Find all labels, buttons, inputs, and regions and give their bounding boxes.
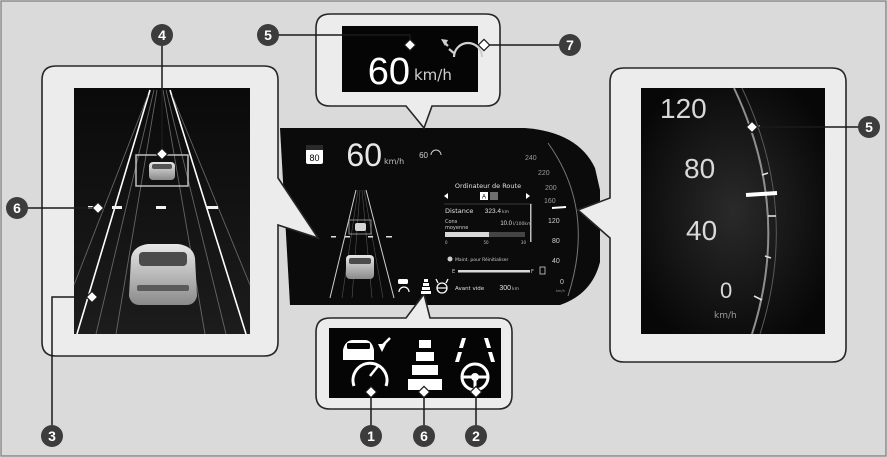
gauge-tick-200: 200 — [545, 185, 557, 192]
cluster-speedometer: 240 220 200 160 120 80 40 0 km/h — [525, 142, 579, 297]
fuel-gauge-bar — [458, 270, 530, 273]
trip-page-a-icon: A — [482, 195, 486, 201]
right-zoom-unit: km/h — [714, 311, 737, 321]
acc-indicator-icon — [343, 337, 391, 387]
gauge-tick-160: 160 — [544, 198, 556, 205]
cluster-screen — [280, 128, 600, 305]
callout-1: 1 — [360, 425, 382, 447]
cons-scale-min: 0 — [445, 240, 448, 245]
cluster-speed: 60 — [346, 137, 382, 173]
callout-5-right: 5 — [858, 116, 880, 138]
callout-2: 2 — [465, 425, 487, 447]
range-unit: km — [512, 286, 519, 292]
speed-limit-value: 80 — [309, 153, 319, 163]
gauge-tick-0: 0 — [560, 279, 564, 286]
range-label: Avant vide — [455, 286, 485, 292]
trip-page-b-icon — [490, 192, 498, 200]
cons-scale-mid: 50 — [483, 240, 489, 245]
cluster-acc-icon — [398, 279, 410, 293]
svg-text:5: 5 — [264, 27, 272, 43]
left-zoom-callout — [41, 65, 320, 357]
cons-value: 10.0 — [500, 221, 512, 227]
callout-6-bottom: 6 — [413, 425, 435, 447]
gauge-tick-40: 40 — [552, 258, 560, 265]
reset-hint-icon — [447, 256, 453, 262]
bottom-zoom-callout — [315, 292, 513, 410]
top-zoom-unit: km/h — [414, 66, 452, 84]
right-tick-1: 80 — [684, 153, 715, 184]
lane-keeping-icon — [408, 340, 442, 390]
cluster-lane-view — [329, 189, 395, 299]
leader-diamonds — [85, 38, 759, 399]
cons-scale-max: 30 — [521, 240, 527, 245]
trip-computer-title: Ordinateur de Route — [455, 182, 521, 190]
trip-next-icon[interactable] — [526, 193, 530, 199]
right-tick-0: 120 — [660, 93, 707, 124]
cons-label-1: Cons — [445, 219, 458, 225]
fuel-empty-label: E — [452, 269, 455, 275]
cluster-lkas-icon — [435, 278, 449, 294]
cluster-speed-unit: km/h — [384, 157, 404, 166]
svg-text:6: 6 — [420, 428, 428, 444]
callout-3: 3 — [41, 425, 63, 447]
callout-6-left: 6 — [6, 197, 28, 219]
right-tick-3: 0 — [720, 278, 732, 303]
fuel-full-label: F — [531, 269, 534, 275]
cluster-set-speed: 60 — [419, 151, 428, 160]
gauge-tick-120: 120 — [548, 218, 560, 225]
trip-prev-icon[interactable] — [444, 193, 448, 199]
top-zoom-callout: 60 km/h — [315, 13, 501, 130]
reset-hint: Maint. pour Réinitialiser — [455, 256, 509, 263]
trip-computer-panel: Ordinateur de Route A Distance 323.4 km … — [444, 182, 546, 292]
top-zoom-speed: 60 — [368, 51, 410, 93]
svg-text:5: 5 — [865, 119, 873, 135]
distance-unit: km — [502, 209, 509, 215]
distance-value: 323.4 — [485, 208, 502, 215]
svg-text:3: 3 — [48, 428, 56, 444]
callout-4: 4 — [151, 24, 173, 46]
svg-text:4: 4 — [158, 27, 166, 43]
leader-lines — [18, 34, 870, 430]
gauge-tick-240: 240 — [525, 155, 537, 162]
svg-text:2: 2 — [472, 428, 480, 444]
callout-5-top: 5 — [257, 24, 279, 46]
gauge-tick-80: 80 — [552, 238, 560, 245]
gauge-tick-220: 220 — [538, 170, 550, 177]
cons-unit: l/100km — [513, 221, 531, 227]
distance-label: Distance — [445, 207, 473, 215]
right-zoom-callout: 120 80 40 0 km/h — [576, 67, 847, 363]
svg-text:7: 7 — [566, 37, 574, 53]
svg-text:6: 6 — [13, 200, 21, 216]
callout-badges: 4 6 3 5 7 5 1 6 — [6, 24, 880, 447]
range-value: 300 — [499, 285, 511, 292]
right-tick-2: 40 — [686, 215, 717, 246]
callout-7: 7 — [559, 34, 581, 56]
cons-label-2: moyenne — [445, 225, 468, 231]
cluster-lane-icon — [421, 279, 431, 294]
cluster-contents: 80 60 km/h 60 — [306, 137, 579, 299]
svg-text:1: 1 — [367, 428, 375, 444]
fuel-pump-icon — [539, 266, 546, 275]
gauge-unit: km/h — [556, 289, 565, 293]
